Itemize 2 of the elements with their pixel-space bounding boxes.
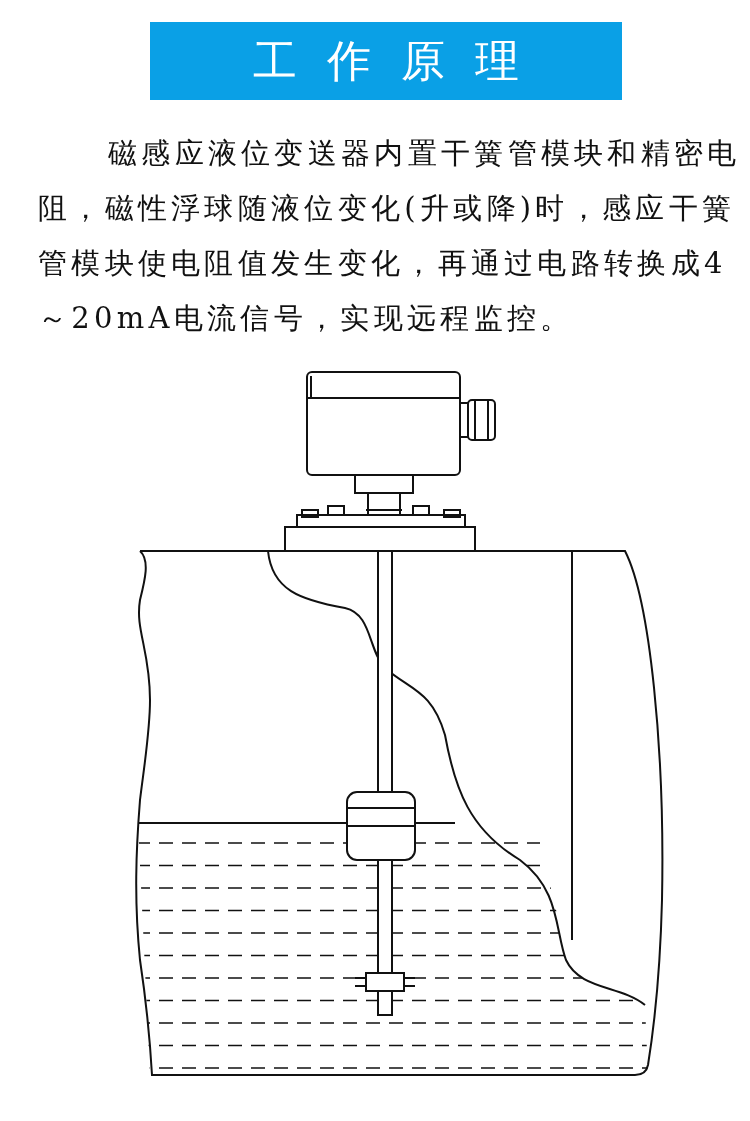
- title-banner: 工作原理: [150, 22, 622, 100]
- description-paragraph: 磁感应液位变送器内置干簧管模块和精密电阻，磁性浮球随液位变化(升或降)时，感应干簧管模块使电阻值发生变化，再通过电路转换成4～20mA电流信号，实现远程监控。: [38, 135, 742, 337]
